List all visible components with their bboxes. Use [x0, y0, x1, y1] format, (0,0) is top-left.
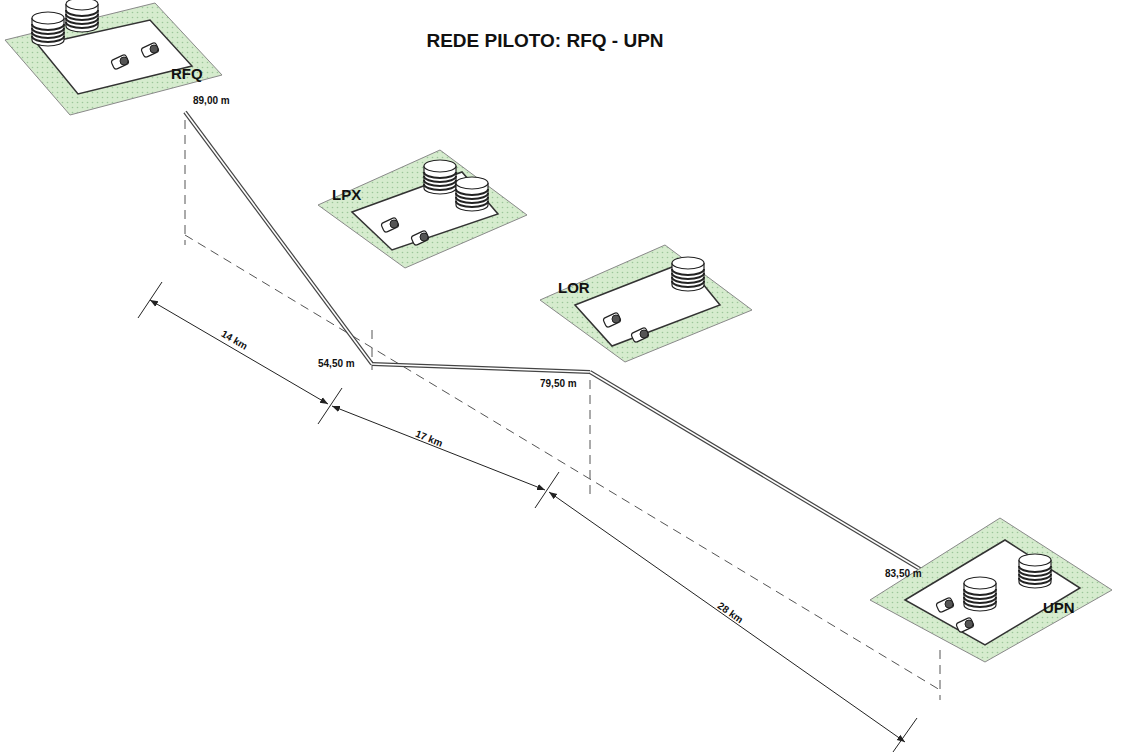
distance-label: 28 km: [716, 600, 746, 625]
distance-label: 14 km: [220, 328, 250, 352]
pipeline: [185, 112, 372, 364]
station-illustration: [540, 245, 752, 372]
station-illustration: [935, 515, 1112, 645]
pipeline: [590, 372, 935, 578]
station-area: UPN: [935, 515, 1112, 645]
station-illustration: [318, 150, 527, 364]
station-area: LPX: [318, 150, 527, 364]
station-name: UPN: [1043, 599, 1075, 616]
station-name: RFQ: [171, 65, 203, 82]
pipeline: [372, 364, 590, 372]
station-area: RFQ: [5, 5, 222, 112]
elevation-label: 83,50 m: [885, 568, 922, 579]
distance-label: 17 km: [414, 428, 444, 449]
elevation-label: 54,50 m: [318, 358, 355, 369]
elevation-label: 79,50 m: [540, 378, 577, 389]
station-name: LOR: [558, 279, 590, 296]
elevation-label: 89,00 m: [193, 95, 230, 106]
station-area: LOR: [540, 245, 752, 372]
station-illustration: [5, 5, 222, 112]
station-name: LPX: [332, 186, 361, 203]
